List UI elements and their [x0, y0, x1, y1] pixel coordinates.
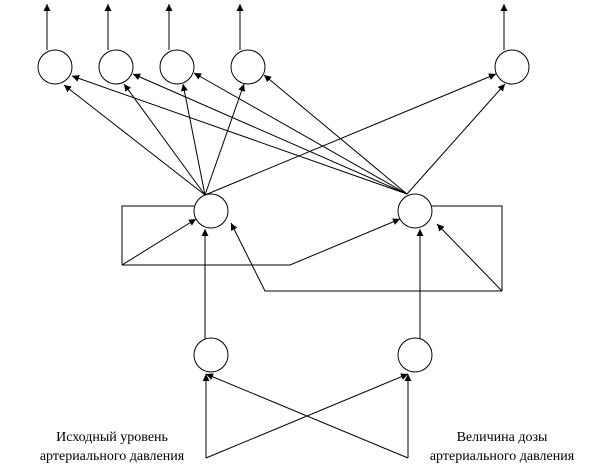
input-label-initial-pressure: Исходный уровень артериального давления — [28, 428, 196, 466]
loop-right-to-hidden-right — [436, 223, 503, 292]
hidden-to-output-edges — [63, 72, 506, 196]
recurrent-loops — [121, 205, 503, 292]
edge-hr-o3 — [193, 72, 408, 195]
hidden-node-left — [193, 193, 229, 229]
output-node-5 — [494, 49, 530, 85]
input-label-left-line2: артериального давления — [39, 449, 185, 464]
edge-hl-o1 — [63, 84, 206, 196]
edge-hr-o5 — [406, 83, 506, 195]
edge-hr-o1 — [71, 75, 408, 195]
input-layer — [193, 337, 433, 373]
loop-left-box — [121, 205, 194, 265]
loop-left-to-hidden-right — [122, 218, 401, 266]
edge-hl-o2 — [123, 83, 206, 196]
loop-right-box — [432, 205, 503, 291]
hidden-node-right — [397, 193, 433, 229]
edge-hl-o4 — [204, 83, 245, 196]
output-node-2 — [98, 49, 134, 85]
input-label-right-line1: Величина дозы — [456, 430, 548, 445]
output-node-1 — [37, 49, 73, 85]
loop-right-to-hidden-left — [230, 222, 502, 292]
input-to-hidden-edges — [201, 229, 424, 339]
hidden-layer — [193, 193, 433, 229]
output-node-3 — [159, 49, 195, 85]
input-label-right-line2: артериального давления — [429, 449, 575, 464]
edge-hl-o5 — [204, 73, 497, 196]
output-node-4 — [230, 49, 266, 85]
input-node-right — [397, 337, 433, 373]
input-label-left-line1: Исходный уровень — [56, 430, 168, 445]
input-label-dose-value: Величина дозы артериального давления — [416, 428, 588, 466]
edge-hr-o2 — [132, 73, 408, 195]
input-node-left — [193, 337, 229, 373]
source-edges — [202, 373, 412, 459]
edge-hr-o4 — [263, 74, 408, 195]
edge-src-right-to-il — [205, 373, 409, 459]
output-arrows — [43, 4, 508, 50]
edge-hl-o3 — [180, 83, 206, 196]
output-layer — [37, 49, 530, 85]
loop-left-to-hidden-left — [121, 218, 197, 266]
